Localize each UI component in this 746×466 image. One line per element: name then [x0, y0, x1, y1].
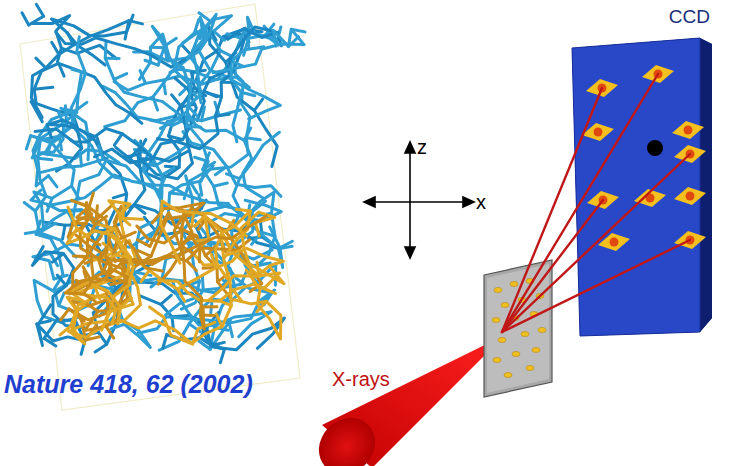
diffraction-spot	[642, 65, 674, 83]
diffraction-spot-core	[686, 236, 695, 245]
diffraction-spot-core	[598, 84, 607, 93]
xray-beam	[307, 335, 505, 466]
diffraction-spot	[586, 79, 618, 97]
diffraction-spot	[674, 187, 706, 205]
detector-label: CCD	[669, 6, 710, 28]
citation: Nature 418, 62 (2002)	[4, 370, 253, 399]
diffraction-spot	[674, 231, 706, 249]
diffraction-spot	[634, 189, 666, 207]
molecular-network	[22, 4, 305, 362]
axes	[364, 142, 474, 258]
diffraction-spot	[598, 233, 630, 251]
diffraction-spot-core	[684, 126, 693, 135]
diffraction-spot-core	[594, 128, 603, 137]
ccd-panel	[560, 6, 730, 341]
diffraction-spot-core	[686, 192, 695, 201]
diffraction-spot-core	[599, 196, 608, 205]
axis-label: z	[417, 136, 427, 159]
diffraction-spot	[672, 121, 704, 139]
molecule-frame	[20, 4, 300, 410]
diffraction-spot-core	[646, 194, 655, 203]
ccd-detector: CCD	[560, 6, 730, 341]
beam-label: X-rays	[332, 368, 390, 391]
axis-label: x	[476, 191, 486, 214]
sample-plate	[484, 260, 552, 397]
diffraction-spot-core	[610, 238, 619, 247]
diffraction-spot-core	[686, 150, 695, 159]
diffraction-spot	[582, 123, 614, 141]
diffraction-spot-core	[654, 70, 663, 79]
diffraction-spot	[587, 191, 619, 209]
diffraction-spot	[674, 145, 706, 163]
